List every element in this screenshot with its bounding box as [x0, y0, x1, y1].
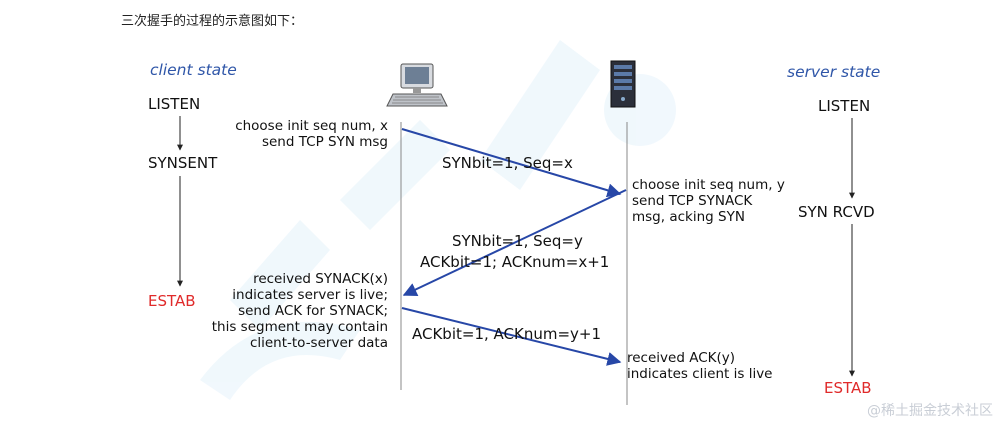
server-note-line: choose init seq num, y [632, 177, 785, 193]
server-state-listen: LISTEN [818, 97, 871, 115]
server-tower-icon [610, 60, 636, 108]
synack-label-1: SYNbit=1, Seq=y [452, 232, 583, 250]
ack-label: ACKbit=1, ACKnum=y+1 [412, 325, 602, 343]
client-note-line: client-to-server data [249, 335, 388, 351]
client-note-line: received SYNACK(x) [253, 271, 388, 287]
syn-label: SYNbit=1, Seq=x [442, 154, 573, 172]
server-note-line: send TCP SYNACK [632, 193, 753, 209]
client-note-line: send TCP SYN msg [261, 134, 388, 150]
client-note-line: send ACK for SYNACK; [238, 303, 388, 319]
server-state-synrcvd: SYN RCVD [798, 203, 875, 221]
server-note-line: received ACK(y) [627, 350, 735, 366]
server-state-estab: ESTAB [824, 379, 872, 397]
client-state-estab: ESTAB [148, 292, 196, 310]
ack-arrow [401, 307, 622, 366]
client-state-header: client state [150, 61, 237, 79]
syn-arrow [401, 128, 622, 198]
synack-label-2: ACKbit=1; ACKnum=x+1 [420, 253, 610, 271]
server-state-header: server state [787, 63, 881, 81]
intro-text: 三次握手的过程的示意图如下： [121, 14, 304, 29]
computer-icon [386, 63, 448, 107]
client-note-line: choose init seq num, x [235, 118, 388, 134]
client-state-listen: LISTEN [148, 95, 201, 113]
site-watermark: @稀土掘金技术社区 [867, 403, 993, 419]
synack-arrow [402, 189, 627, 296]
client-state-synsent: SYNSENT [148, 154, 218, 172]
server-note-line: msg, acking SYN [632, 209, 745, 225]
server-note-line: indicates client is live [627, 366, 773, 382]
client-note-line: this segment may contain [211, 319, 388, 335]
client-note-line: indicates server is live; [232, 287, 388, 303]
